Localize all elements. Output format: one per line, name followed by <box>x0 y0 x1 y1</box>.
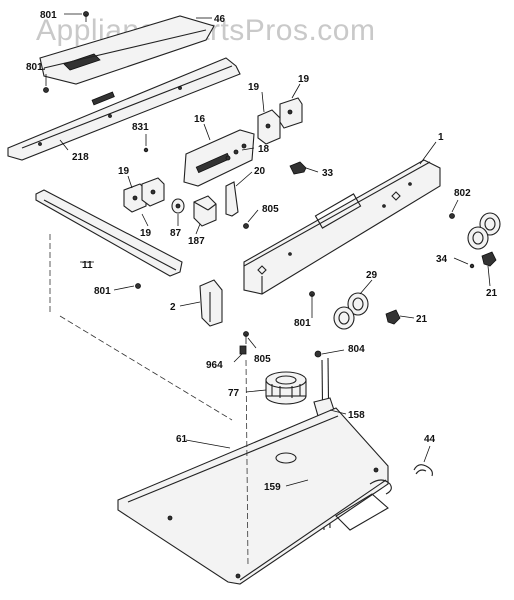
front-trim-11 <box>35 189 183 277</box>
callout-21-center: 21 <box>416 314 428 325</box>
callout-801-left: 801. <box>26 62 46 73</box>
callout-187: 187 <box>188 236 205 247</box>
callout-2: 2 <box>170 302 176 313</box>
knob-29 <box>333 292 369 330</box>
screw-805-lower <box>243 331 249 344</box>
callout-44: 44 <box>424 434 436 445</box>
motor-77 <box>265 371 307 405</box>
callout-29: 29 <box>366 270 378 281</box>
callout-805-upper: 805 <box>262 204 279 215</box>
callout-804: 804 <box>348 344 365 355</box>
rear-rail-218 <box>7 57 241 161</box>
screw-801-top <box>83 11 89 22</box>
callout-16: 16 <box>194 114 206 125</box>
callout-218: 218 <box>72 152 89 163</box>
callout-801-top: 801 <box>40 10 57 21</box>
bracket-20 <box>225 181 239 217</box>
callout-805-lower: 805 <box>254 354 271 365</box>
screw-805-upper <box>243 223 249 229</box>
circuit-board-16 <box>183 129 255 187</box>
callout-77: 77 <box>228 388 240 399</box>
screw-964 <box>239 345 247 355</box>
pin-831 <box>143 147 149 153</box>
callout-87: 87 <box>170 228 182 239</box>
leader-lines <box>45 13 491 487</box>
knob-top-right <box>467 212 501 250</box>
clip-33 <box>289 161 307 175</box>
callout-19-b: 19 <box>298 74 310 85</box>
callout-21-right: 21 <box>486 288 498 299</box>
screw-34 <box>469 263 475 269</box>
screw-801-left-low <box>135 283 141 289</box>
callout-20: 20 <box>254 166 266 177</box>
callout-801-low-left: 801 <box>94 286 111 297</box>
callout-61: 61 <box>176 434 188 445</box>
callout-158: 158 <box>348 410 365 421</box>
switch-19-top <box>257 97 303 145</box>
screw-802 <box>449 213 455 219</box>
block-187 <box>193 195 217 227</box>
screw-801-center <box>309 291 315 302</box>
callout-33: 33 <box>322 168 334 179</box>
knob-clip-21-center <box>385 309 401 325</box>
clip-44 <box>413 464 433 477</box>
callout-19-a: 19 <box>248 82 260 93</box>
callout-19-c: 19 <box>118 166 130 177</box>
callout-19-d: 19 <box>140 228 152 239</box>
base-pan-61 <box>117 407 392 585</box>
callout-34: 34 <box>436 254 448 265</box>
switch-19-left <box>123 177 165 213</box>
callout-18: 18 <box>258 144 270 155</box>
bracket-2 <box>199 279 223 327</box>
callout-159: 159 <box>264 482 281 493</box>
bracket-46 <box>39 15 215 85</box>
callout-11: 11 <box>82 260 93 271</box>
knob-87 <box>171 198 185 214</box>
callout-801-center: 801 <box>294 318 311 329</box>
callout-46: 46 <box>214 14 226 25</box>
alignment-line-diagonal <box>59 315 233 421</box>
screw-801-left <box>43 87 49 93</box>
callout-1: 1 <box>438 132 444 143</box>
callout-802: 802 <box>454 188 471 199</box>
control-panel-1 <box>243 159 441 295</box>
callout-964: 964 <box>206 360 223 371</box>
knob-clip-21-right <box>481 251 497 267</box>
callout-831: 831 <box>132 122 149 133</box>
screw-804 <box>314 350 322 358</box>
alignment-line-center <box>245 359 249 567</box>
